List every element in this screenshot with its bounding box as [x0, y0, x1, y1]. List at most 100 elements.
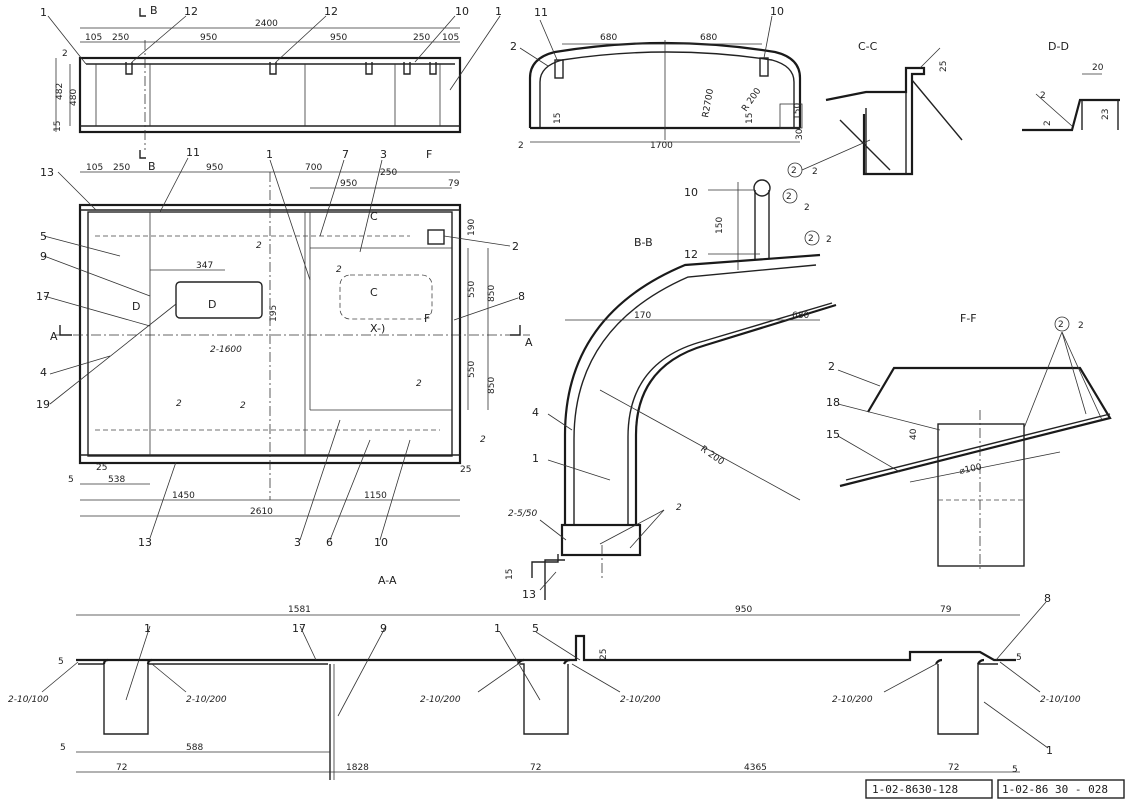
- dim-15-end-a: 15: [553, 113, 563, 124]
- aa-dim-5-left: 5: [58, 657, 64, 667]
- plan-dim-538: 538: [108, 475, 125, 485]
- plan-leader-7: 7: [342, 148, 349, 161]
- dim-105-a: 105: [85, 33, 102, 43]
- bb-weld-2: 2: [676, 503, 682, 513]
- plan-view: 105 250 950 700 950 250 79 190 347 195 5…: [36, 146, 533, 549]
- aa-weld-200-b: 2-10/200: [420, 695, 461, 705]
- plan-leader-3-top: 3: [380, 148, 387, 161]
- section-d-d: D-D 20 23 2 2: [1022, 40, 1120, 132]
- plan-section-mark-f-top: F: [426, 148, 432, 161]
- section-mark-b-top: B: [150, 4, 158, 17]
- ff-leader-15: 15: [826, 428, 840, 441]
- plan-dim-25-b: 25: [460, 465, 471, 475]
- plan-leader-4: 4: [40, 366, 47, 379]
- ff-dim-100: ⌀100: [959, 462, 983, 477]
- section-c-c-profile: [825, 66, 926, 176]
- plan-dim-1450: 1450: [172, 491, 195, 501]
- plan-dim-850-b: 850: [487, 377, 497, 394]
- aa-weld-200-d: 2-10/200: [832, 695, 873, 705]
- plan-dim-2610: 2610: [250, 507, 273, 517]
- plan-leader-1: 1: [266, 148, 273, 161]
- pipe-10-end: [753, 179, 771, 197]
- section-c-c: C-C 25 2 2: [787, 40, 963, 178]
- plan-section-mark-c-top: C: [370, 210, 378, 223]
- plan-dim-250-b: 250: [380, 168, 397, 178]
- plan-leader-3-bottom: 3: [294, 536, 301, 549]
- plan-weld-2-1600: 2-1600: [210, 345, 242, 355]
- section-mark-b-bottom: B: [148, 160, 156, 173]
- dim-R200-end: R 200: [740, 86, 763, 113]
- plan-leader-17: 17: [36, 290, 50, 303]
- dim-25-cc: 25: [939, 61, 949, 72]
- leader-1-b: 1: [495, 5, 502, 18]
- bb-weld-2-a: 2: [804, 203, 810, 213]
- plan-leader-9: 9: [40, 250, 47, 263]
- plan-dim-250: 250: [113, 163, 130, 173]
- aa-leader-1-a: 1: [144, 622, 151, 635]
- plan-leader-13-bottom: 13: [138, 536, 152, 549]
- section-b-b: B-B 170 680 R 200 150 15 2-5/50 2 2 2 2 …: [505, 179, 837, 601]
- plan-dim-1150: 1150: [364, 491, 387, 501]
- dim-15: 15: [53, 121, 63, 132]
- plan-dim-950-b: 950: [340, 179, 357, 189]
- ff-weld-2: 2: [1078, 321, 1084, 331]
- document-stamps: 1-02-8630-128 1-02-86 30 - 028: [865, 779, 1125, 799]
- bb-leader-4: 4: [532, 406, 539, 419]
- aa-leader-8: 8: [1044, 592, 1051, 605]
- dim-105-b: 105: [442, 33, 459, 43]
- weld-c-c-2: 2: [812, 167, 818, 177]
- aa-weld-200-a: 2-10/200: [186, 695, 227, 705]
- aa-dim-72-c: 72: [948, 763, 959, 773]
- plan-dim-25-a: 25: [96, 463, 107, 473]
- ff-weld-circle: 2: [1058, 320, 1064, 330]
- aa-dim-5-right: 5: [1016, 653, 1022, 663]
- end-view: 680 680 1700 2 R2700 R 200 150 30 15 15 …: [510, 5, 805, 151]
- leader-12-a: 12: [184, 5, 198, 18]
- section-f-f-cap: [839, 366, 1112, 488]
- elevation-outline: [78, 56, 462, 134]
- plan-x-mark: X-): [370, 322, 385, 335]
- plan-dim-850-a: 850: [487, 285, 497, 302]
- aa-dim-5-end: 5: [1012, 765, 1018, 775]
- section-label-d-d: D-D: [1048, 40, 1069, 53]
- ff-leader-2: 2: [828, 360, 835, 373]
- plan-dim-550-b: 550: [467, 361, 477, 378]
- plan-section-mark-a-left: A: [50, 330, 58, 343]
- plan-dim-79: 79: [448, 179, 460, 189]
- stamp-doc-1: 1-02-8630-128: [872, 783, 958, 796]
- ff-dim-40: 40: [909, 428, 919, 440]
- section-b-b-inner-curve: [634, 303, 837, 525]
- aa-dim-5-bottom: 5: [60, 743, 66, 753]
- plan-dim-950: 950: [206, 163, 223, 173]
- bb-weld-circle-b: 2: [808, 234, 814, 244]
- dim-482: 482: [55, 83, 65, 100]
- bb-leader-10: 10: [684, 186, 698, 199]
- aa-dim-1828: 1828: [346, 763, 369, 773]
- dim-20-dd: 20: [1092, 63, 1104, 73]
- dim-R2700: R2700: [701, 88, 716, 119]
- bb-weld-2-5-50: 2-5/50: [508, 509, 537, 519]
- aa-leader-9: 9: [380, 622, 387, 635]
- dim-23-dd: 23: [1101, 109, 1111, 120]
- section-a-a: A-A 1581 950 79 5 5 25 5 588 72 1828 72 …: [8, 574, 1081, 780]
- plan-dim-347: 347: [196, 261, 213, 271]
- section-b-b-outer-curve: [563, 253, 821, 525]
- plan-leader-2: 2: [512, 240, 519, 253]
- leader-2-a: 2: [510, 40, 517, 53]
- aa-leader-1-b: 1: [494, 622, 501, 635]
- aa-weld-right: 2-10/100: [1040, 695, 1081, 705]
- plan-leader-5: 5: [40, 230, 47, 243]
- bb-leader-13: 13: [522, 588, 536, 601]
- dim-680-b: 680: [700, 33, 717, 43]
- dim-30: 30: [795, 128, 805, 140]
- aa-weld-left: 2-10/100: [8, 695, 49, 705]
- aa-dim-72-b: 72: [530, 763, 541, 773]
- bb-dim-150: 150: [715, 217, 725, 234]
- dim-250-a: 250: [112, 33, 129, 43]
- dim-680-a: 680: [600, 33, 617, 43]
- dim-2-dd: 2: [1043, 120, 1053, 126]
- dim-950-b: 950: [330, 33, 347, 43]
- plan-dim-700: 700: [305, 163, 322, 173]
- plan-leader-10: 10: [374, 536, 388, 549]
- leader-10-b: 10: [770, 5, 784, 18]
